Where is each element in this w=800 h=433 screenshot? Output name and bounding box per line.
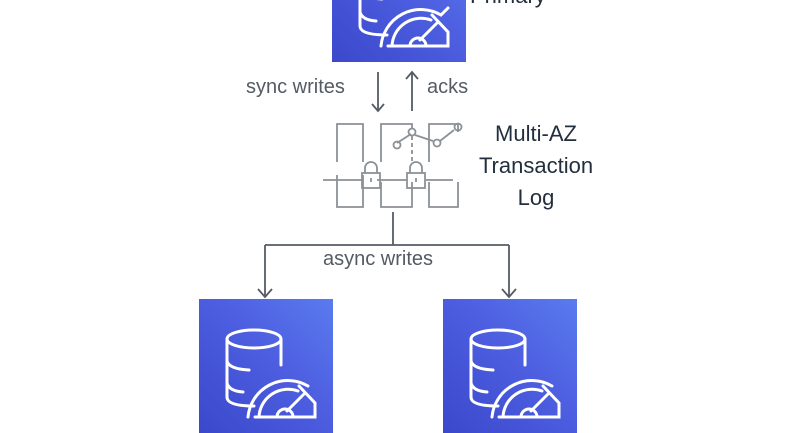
rds-database-icon — [469, 328, 561, 419]
async-writes-connector — [257, 212, 517, 299]
replica-node-2[interactable] — [443, 299, 577, 433]
transaction-log-label-line-1: Multi-AZ — [495, 121, 577, 146]
rds-database-icon — [358, 0, 450, 48]
replica-node-1[interactable] — [199, 299, 333, 433]
transaction-log-label: Multi-AZ Transaction Log — [466, 118, 606, 214]
connectors — [257, 70, 517, 299]
sync-writes-arrow — [371, 72, 385, 113]
primary-label: Primary — [470, 0, 570, 11]
transaction-log-icon — [323, 122, 463, 208]
transaction-log-label-line-3: Log — [517, 185, 555, 210]
rds-database-icon — [225, 328, 317, 419]
acks-arrow — [405, 70, 419, 111]
acks-label: acks — [427, 76, 469, 98]
transaction-log-label-line-2: Transaction — [478, 153, 594, 178]
arrowhead-left — [257, 288, 273, 299]
sync-writes-label: sync writes — [246, 76, 345, 98]
primary-node[interactable] — [332, 0, 466, 62]
async-writes-label: async writes — [323, 248, 434, 270]
arrowhead-right — [501, 288, 517, 299]
